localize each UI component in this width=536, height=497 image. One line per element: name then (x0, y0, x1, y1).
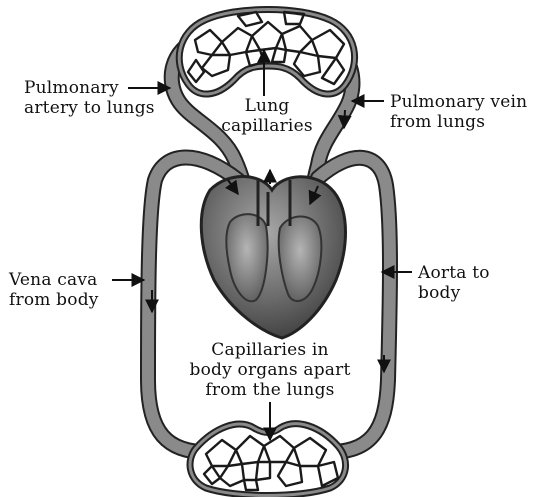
label-line: from the lungs (178, 380, 362, 400)
label-line: body organs apart (178, 360, 362, 380)
label-vena-cava: Vena cava from body (9, 270, 99, 310)
label-line: from lungs (390, 112, 527, 132)
label-line: capillaries (219, 116, 315, 136)
label-line: Vena cava (9, 270, 99, 290)
label-aorta: Aorta to body (418, 263, 490, 303)
label-line: body (418, 283, 490, 303)
label-line: Aorta to (418, 263, 490, 283)
label-pulmonary-artery: Pulmonary artery to lungs (24, 78, 155, 118)
label-line: Pulmonary vein (390, 92, 527, 112)
label-line: Capillaries in (178, 340, 362, 360)
lung-capillary-bed (179, 10, 354, 95)
label-pulmonary-vein: Pulmonary vein from lungs (390, 92, 527, 132)
body-capillary-bed (190, 424, 346, 496)
label-lung-capillaries: Lung capillaries (219, 96, 315, 136)
label-line: Pulmonary (24, 78, 155, 98)
label-line: Lung (219, 96, 315, 116)
label-body-capillaries: Capillaries in body organs apart from th… (178, 340, 362, 400)
label-line: from body (9, 290, 99, 310)
heart (201, 176, 345, 338)
label-line: artery to lungs (24, 98, 155, 118)
